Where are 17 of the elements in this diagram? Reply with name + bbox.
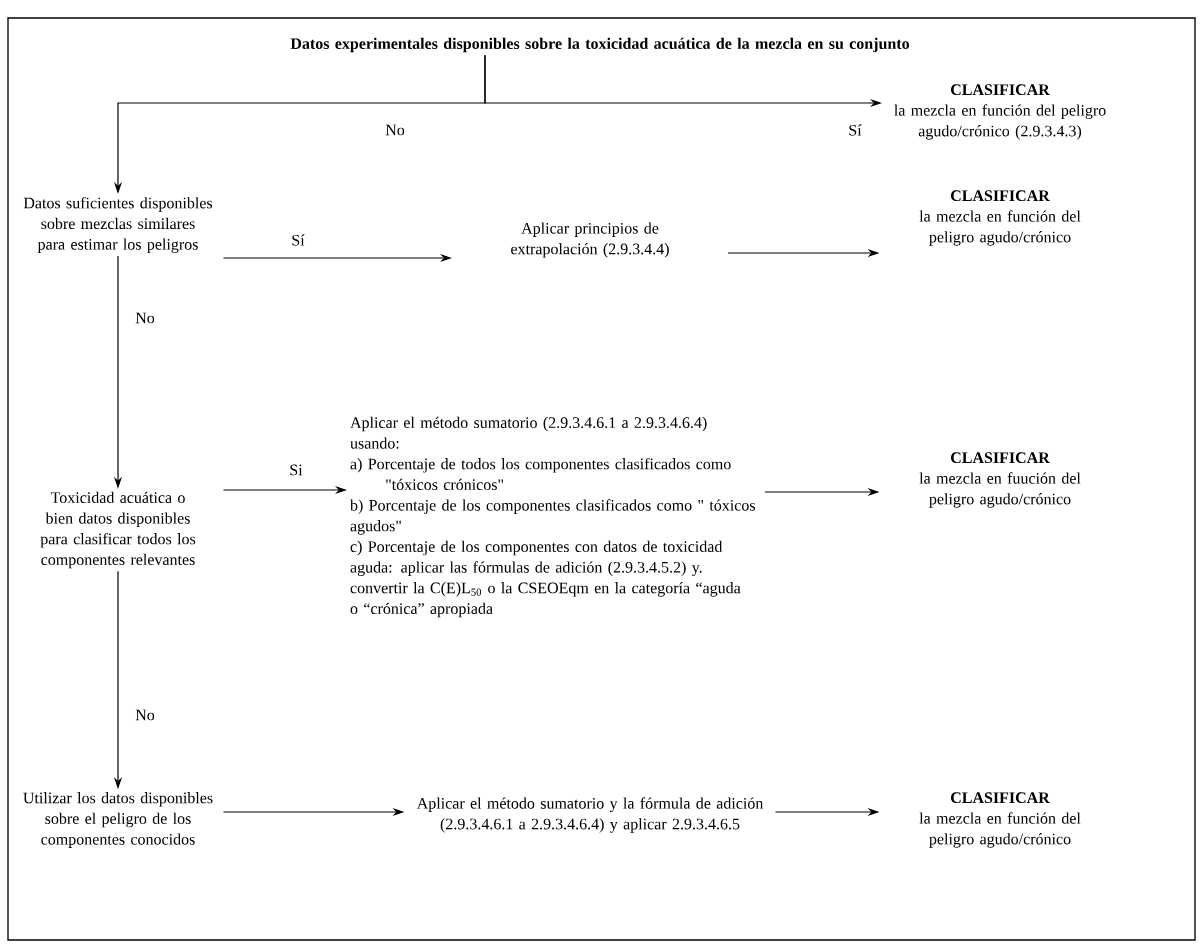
edge-label: Sí xyxy=(290,233,306,247)
edge-label: Sí xyxy=(847,123,863,137)
edge-label: No xyxy=(133,311,157,325)
step-text: Utilizar los datos disponibles sobre el peligro de los componentes conocidos xyxy=(23,792,213,848)
step-text: Aplicar el método sumatorio (2.9.3.4.6.1 a 2.9.3.4.6.4) usando: a) Porcentaje de todos los componentes clasificados como "tóxicos crónicos" b) Porcentaje de los componentes clasificados como " tóxicos agudos" c) Porcentaje de los componentes con datos de toxicidad aguda: aplicar las fórmulas de adición (2.9.3.4.5.2) y. convertir la C(E)L$_{50}$ o la CSEOEqm en la categoría “aguda o “crónica” apropiada xyxy=(350,416,755,618)
result-text: CLASIFICAR la mezcla en fuución del peligro agudo/crónico xyxy=(919,452,1081,508)
edge-label: No xyxy=(133,708,157,722)
result-text: CLASIFICAR la mezcla en función del peligro agudo/crónico xyxy=(919,190,1081,246)
step-text: Aplicar el método sumatorio y la fórmula de adición (2.9.3.4.6.1 a 2.9.3.4.6.4) y aplicar 2.9.3.4.6.5 xyxy=(416,797,764,833)
step-text: Toxicidad acuática o bien datos disponibles para clasificar todos los componentes relevantes xyxy=(40,491,196,569)
edge-label: No xyxy=(383,123,407,137)
step-text: Aplicar principios de extrapolación (2.9.3.4.4) xyxy=(511,222,669,258)
result-text: CLASIFICAR la mezcla en función del peligro agudo/crónico (2.9.3.4.3) xyxy=(894,84,1106,140)
edge-label: Si xyxy=(288,463,304,477)
result-text: CLASIFICAR la mezcla en función del peligro agudo/crónico xyxy=(919,792,1081,848)
step-text: Datos suficientes disponibles sobre mezclas similares para estimar los peligros xyxy=(23,196,213,254)
title: Datos experimentales disponibles sobre la toxicidad acuática de la mezcla en su conjunto xyxy=(290,37,909,53)
